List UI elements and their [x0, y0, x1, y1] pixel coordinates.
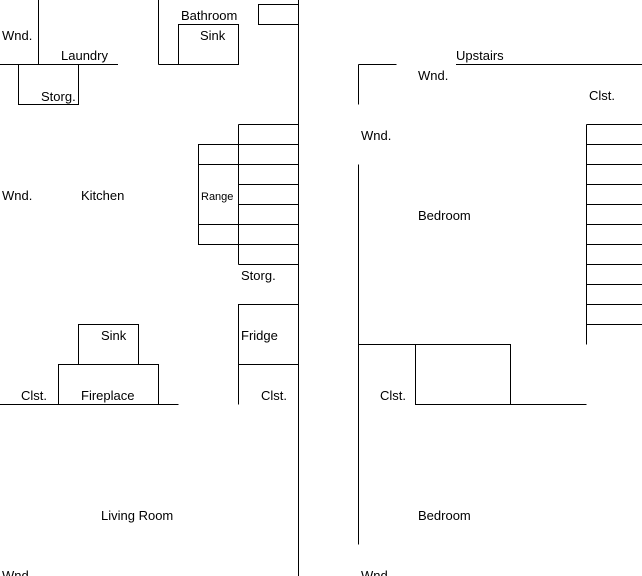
window-bedroom-label: Wnd.	[361, 128, 391, 143]
window-living-bottom-label: Wnd.	[2, 568, 32, 576]
upstairs-label: Upstairs	[456, 48, 504, 63]
fireplace-sink-label: Sink	[101, 328, 127, 343]
window-top-left-label: Wnd.	[2, 28, 32, 43]
closet-upstairs-label: Clst.	[589, 88, 615, 103]
bathroom-fixture	[258, 4, 299, 25]
bedroom-lower-label: Bedroom	[418, 508, 471, 523]
closet-living-label: Clst.	[21, 388, 47, 403]
bathroom-sink-counter	[178, 24, 239, 65]
bathroom-label: Bathroom	[181, 8, 237, 23]
kitchen-storage-label: Storg.	[241, 268, 276, 283]
range-label: Range	[201, 191, 233, 203]
fridge-label: Fridge	[241, 328, 278, 343]
laundry-storage	[18, 64, 79, 105]
bedroom-closet-box	[415, 344, 511, 405]
kitchen-label: Kitchen	[81, 188, 124, 203]
fridge-box	[238, 304, 299, 365]
laundry-label: Laundry	[61, 48, 108, 63]
living-room-label: Living Room	[101, 508, 173, 523]
closet-bedroom-label: Clst.	[380, 388, 406, 403]
window-kitchen-label: Wnd.	[2, 188, 32, 203]
window-bedroom-bottom-label: Wnd.	[361, 568, 391, 576]
laundry-storage-label: Storg.	[41, 89, 76, 104]
room-labels: Bathroom Sink Wnd. Laundry Storg. Upstai…	[2, 8, 615, 576]
stairs-right	[586, 124, 642, 345]
stairs-left	[238, 124, 299, 265]
bathroom-sink-label: Sink	[200, 28, 226, 43]
fireplace-label: Fireplace	[81, 388, 134, 403]
bedroom-upper-label: Bedroom	[418, 208, 471, 223]
window-upstairs-label: Wnd.	[418, 68, 448, 83]
closet-fridge-label: Clst.	[261, 388, 287, 403]
